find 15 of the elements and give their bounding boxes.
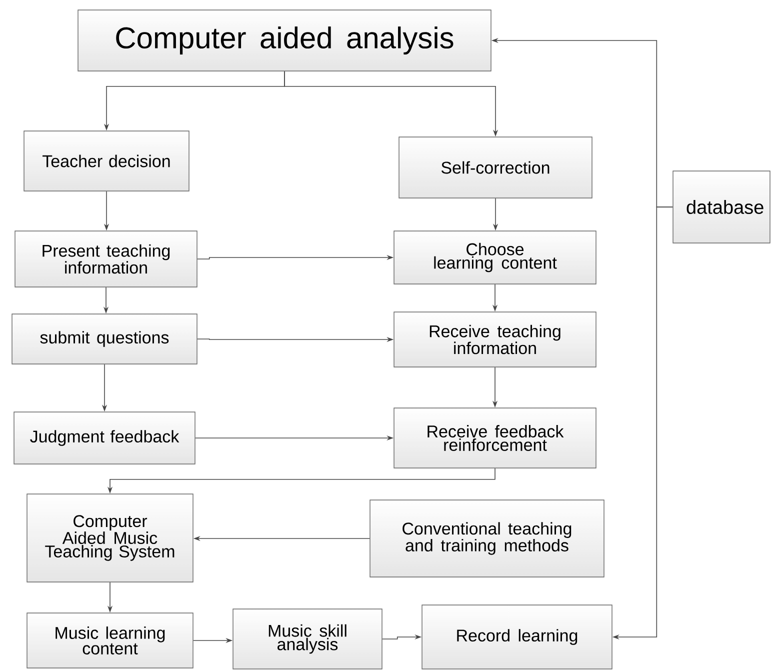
process-box: Judgment feedback bbox=[14, 412, 196, 464]
process-box: Teacher decision bbox=[24, 130, 190, 192]
process-box: Receive teaching information bbox=[394, 312, 596, 368]
process-box: submit questions bbox=[12, 314, 198, 364]
process-box: Receive feedback reinforcement bbox=[394, 408, 596, 468]
process-box: Music skill analysis bbox=[232, 608, 382, 670]
process-box: Computer Aided Music Teaching System bbox=[26, 494, 194, 582]
process-box: Self-correction bbox=[398, 136, 592, 198]
title-box: Computer aided analysis bbox=[78, 10, 492, 72]
database-box: database bbox=[672, 170, 770, 244]
process-box: Record learning bbox=[422, 604, 612, 670]
process-box: Music learning content bbox=[26, 612, 194, 668]
process-box: Present teaching information bbox=[14, 230, 198, 288]
process-box: Choose learning content bbox=[394, 230, 596, 284]
process-box: Conventional teaching and training methods bbox=[370, 500, 604, 578]
